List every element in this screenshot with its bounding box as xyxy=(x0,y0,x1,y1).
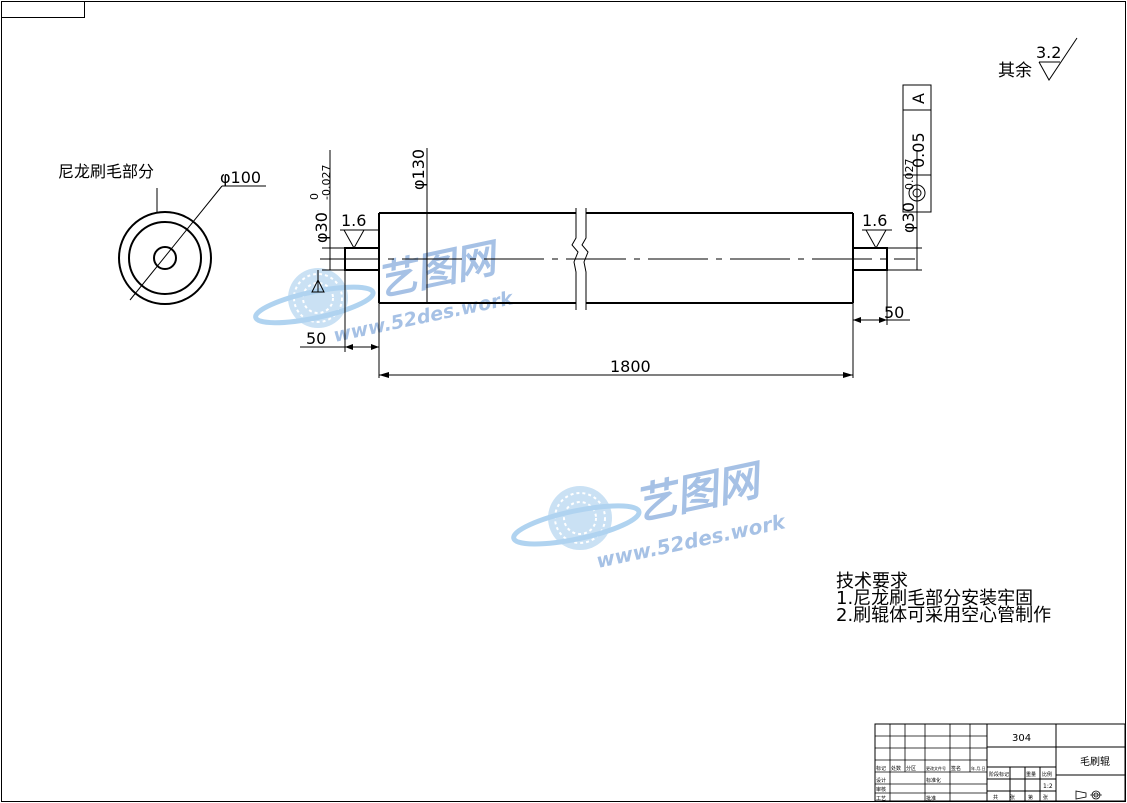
diameter-leader xyxy=(129,185,223,301)
tolerance-value: 0.05 xyxy=(909,132,928,168)
tb-material: 304 xyxy=(1012,733,1031,744)
tb-label-jieduan: 阶段标记 xyxy=(989,771,1009,778)
tb-label-biaoji: 标记 xyxy=(876,765,886,772)
tb-scale: 1:2 xyxy=(1043,783,1053,790)
inner-circle xyxy=(153,246,177,270)
roughness-symbol xyxy=(1038,37,1078,81)
tb-label-sheji: 设计 xyxy=(876,777,886,784)
projection-symbol xyxy=(1075,790,1102,800)
tb-label-fenqu: 分区 xyxy=(906,765,916,772)
tb-label-biaozhunhua: 标准化 xyxy=(926,777,941,784)
tb-label-bili: 比例 xyxy=(1042,771,1052,778)
general-roughness: 其余 3.2 xyxy=(998,37,1078,81)
tb-label-qianming: 签名 xyxy=(951,765,961,772)
right-shaft-tol: 0.027 xyxy=(903,159,916,191)
dimensions: φ30 0 -0.027 φ130 1.6 1.6 φ30 0.027 50 xyxy=(300,148,922,378)
body-diameter: φ130 xyxy=(409,149,428,190)
tech-req-title: 技术要求 xyxy=(836,571,908,592)
tb-label-genggai: 更改文件号 xyxy=(926,765,946,771)
section-label: 尼龙刷毛部分 xyxy=(58,162,154,181)
left-shaft-diameter: φ30 xyxy=(312,212,331,243)
tb-label-chushu: 处数 xyxy=(891,765,901,772)
technical-requirements: 技术要求 1.尼龙刷毛部分安装牢固 2.刷辊体可采用空心管制作 xyxy=(836,571,1051,626)
tb-label-pizhun: 批准 xyxy=(926,795,936,802)
roughness-left-label: 1.6 xyxy=(341,211,366,230)
left-shaft-tol-lower: -0.027 xyxy=(320,165,333,200)
right-shaft-diameter: φ30 xyxy=(899,202,918,233)
left-shaft-tol-upper: 0 xyxy=(308,193,321,200)
tolerance-frame: 0.05 A xyxy=(902,84,932,213)
datum-marker xyxy=(311,278,325,293)
tb-label-di: 第 xyxy=(1028,794,1033,801)
break-line-left xyxy=(571,208,579,310)
roller-elevation xyxy=(320,208,915,310)
tb-label-gong: 共 xyxy=(993,794,998,801)
roughness-symbol-right xyxy=(862,229,892,250)
outer-diameter-label: φ100 xyxy=(220,168,261,187)
tb-label-shenhe: 审核 xyxy=(876,786,886,793)
roughness-right-label: 1.6 xyxy=(862,211,887,230)
roughness-prefix: 其余 xyxy=(998,61,1032,81)
roughness-symbol-left xyxy=(340,229,378,250)
tb-label-zhang1: 张 xyxy=(1010,794,1015,801)
title-block: 标记 处数 分区 更改文件号 签名 年.月.日 设计 标准化 审核 工艺 批准 … xyxy=(874,723,1126,802)
left-shaft-length: 50 xyxy=(306,329,326,348)
tb-part-name: 毛刷辊 xyxy=(1080,755,1110,768)
tech-req-item-2: 2.刷辊体可采用空心管制作 xyxy=(836,605,1051,626)
tech-req-item-1: 1.尼龙刷毛部分安装牢固 xyxy=(836,588,1033,609)
body-length: 1800 xyxy=(610,357,651,376)
tb-label-gongyi: 工艺 xyxy=(876,796,886,802)
tb-label-zhang2: 张 xyxy=(1043,794,1048,801)
outer-circle xyxy=(118,211,212,305)
section-view: 尼龙刷毛部分 φ100 xyxy=(58,162,266,305)
runout-symbol xyxy=(908,184,926,202)
roughness-value: 3.2 xyxy=(1036,43,1061,62)
top-left-tab xyxy=(1,1,85,18)
watermark-logo-globe xyxy=(511,486,642,550)
watermark: 艺图网 www.52des.work 艺图网 www.52des.work xyxy=(253,235,789,573)
middle-circle xyxy=(128,221,202,295)
break-line-right xyxy=(581,208,589,310)
right-shaft-length: 50 xyxy=(884,303,904,322)
tb-label-zhongliang: 重量 xyxy=(1026,771,1036,778)
datum-letter: A xyxy=(909,93,928,104)
tb-label-riqi: 年.月.日 xyxy=(971,765,986,771)
